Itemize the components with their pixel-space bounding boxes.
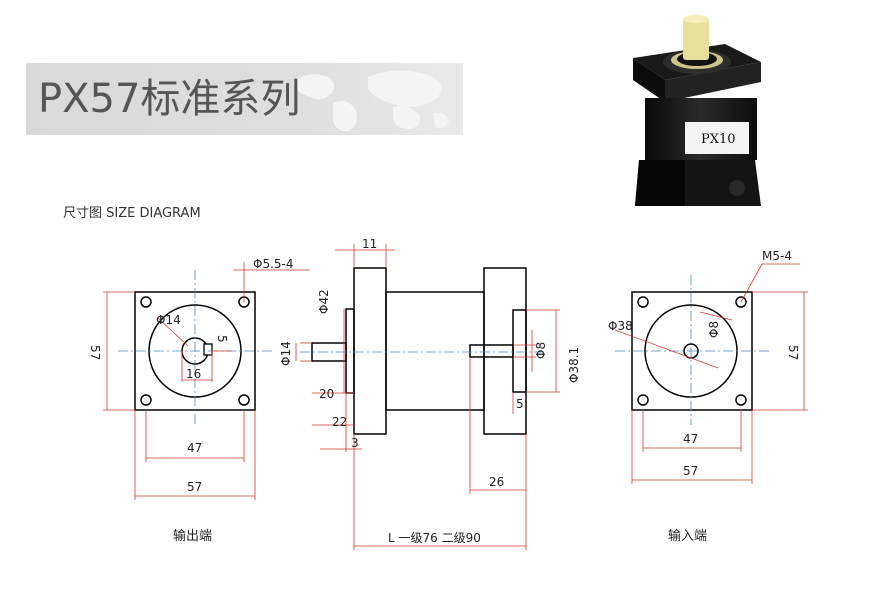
product-photo: PX10 [633, 15, 761, 206]
dim-phi14: Φ14 [279, 341, 293, 366]
input-end-view: M5-4 Φ38 Φ8 57 47 57 [608, 249, 808, 484]
product-label: PX10 [701, 132, 736, 147]
dim-length: L 一级76 二级90 [388, 531, 481, 545]
output-end-view: Φ5.5-4 Φ14 5 16 57 47 57 [88, 257, 310, 500]
dim-pcd-47: 47 [187, 441, 202, 455]
dim-phi42: Φ42 [317, 289, 331, 314]
dim-side-57: 57 [88, 345, 102, 360]
dim-phi381: Φ38.1 [567, 347, 581, 383]
dim-out-hole: Φ5.5-4 [253, 257, 294, 271]
dim-out-bore: Φ14 [156, 313, 181, 327]
dim-in-phi38: Φ38 [608, 319, 633, 333]
dim-d5: 5 [516, 397, 524, 411]
dim-out-key-h: 16 [186, 367, 201, 381]
page-title: PX57标准系列 [38, 76, 301, 122]
world-map-graphic [293, 70, 449, 132]
section-subtitle: 尺寸图 SIZE DIAGRAM [63, 206, 201, 221]
dim-in-thread: M5-4 [762, 249, 792, 263]
dim-flange-11: 11 [362, 237, 377, 251]
dim-in-pcd-47: 47 [683, 432, 698, 446]
dim-d22: 22 [332, 415, 347, 429]
dim-out-key-w: 5 [215, 335, 229, 343]
title-banner: PX57标准系列 [26, 63, 463, 135]
dim-d20: 20 [319, 387, 334, 401]
dim-d3: 3 [351, 436, 359, 450]
dim-in-side-57: 57 [786, 345, 800, 360]
dim-in-width-57: 57 [683, 464, 698, 478]
caption-input: 输入端 [668, 528, 707, 544]
dim-d26: 26 [489, 475, 504, 489]
dim-phi8-in: Φ8 [534, 342, 548, 359]
side-view: 11 Φ42 Φ14 20 22 3 Φ8 Φ38.1 5 26 L 一级76 … [279, 237, 581, 550]
caption-output: 输出端 [173, 528, 212, 544]
dim-in-phi8: Φ8 [707, 321, 721, 338]
dim-width-57: 57 [187, 480, 202, 494]
